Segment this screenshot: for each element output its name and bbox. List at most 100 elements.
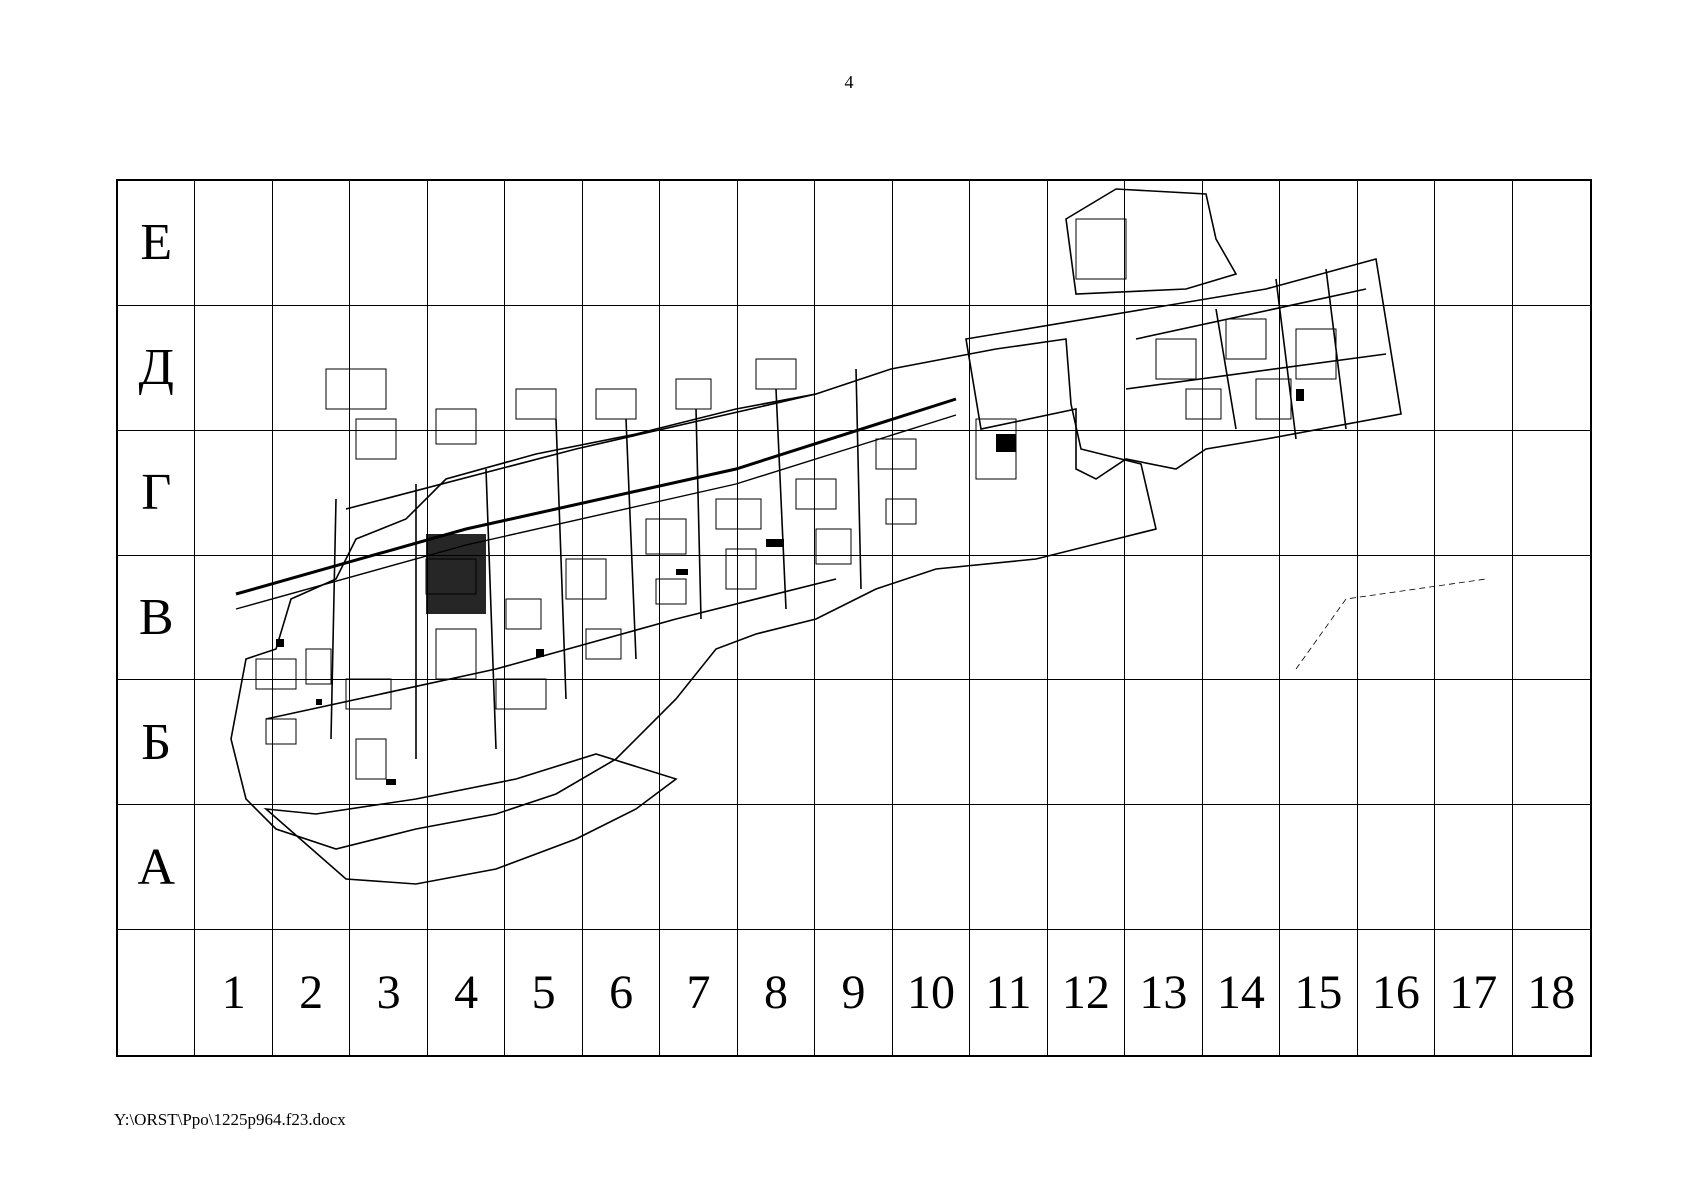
grid-cell	[195, 305, 273, 431]
grid-cell	[195, 555, 273, 681]
grid-cell	[1512, 680, 1590, 806]
grid-cell	[195, 181, 273, 306]
grid-cell	[582, 305, 661, 431]
grid-cell	[970, 680, 1048, 806]
grid-cell	[660, 181, 738, 306]
grid-cell	[1047, 430, 1126, 556]
grid-cell	[1280, 430, 1358, 556]
column-label: 2	[273, 930, 351, 1055]
column-label: 1	[195, 930, 273, 1055]
column-label: 17	[1435, 930, 1513, 1055]
column-label: 4	[428, 930, 506, 1055]
grid-cell	[1047, 680, 1126, 806]
grid-cell	[1047, 555, 1126, 681]
grid-cell	[195, 430, 273, 556]
row-label: Е	[118, 181, 196, 306]
grid-cell	[582, 430, 661, 556]
row-label: Б	[118, 680, 196, 806]
grid-cell	[427, 305, 506, 431]
grid-cell	[815, 680, 893, 806]
column-label: 8	[738, 930, 816, 1055]
column-label: 13	[1125, 930, 1203, 1055]
grid-cell	[427, 181, 506, 306]
grid-cell	[970, 181, 1048, 306]
grid-cell	[970, 305, 1048, 431]
grid-cell	[815, 555, 893, 681]
grid-cell	[427, 805, 506, 931]
column-label: 14	[1203, 930, 1281, 1055]
grid-cell	[660, 680, 738, 806]
grid-cell	[737, 305, 816, 431]
grid-cell	[660, 430, 738, 556]
grid-cell	[427, 430, 506, 556]
column-label: 15	[1280, 930, 1358, 1055]
column-label: 5	[505, 930, 583, 1055]
grid-cell	[272, 430, 351, 556]
grid-cell	[1435, 680, 1513, 806]
grid-cell	[350, 181, 428, 306]
grid-cell	[1435, 805, 1513, 931]
grid-cell	[350, 430, 428, 556]
grid-cell	[737, 805, 816, 931]
row-label: Г	[118, 430, 196, 556]
grid-cell	[1280, 181, 1358, 306]
grid-cell	[350, 805, 428, 931]
grid-cell	[582, 555, 661, 681]
grid-cell	[1512, 181, 1590, 306]
grid-cell	[660, 805, 738, 931]
grid-cell	[1202, 305, 1281, 431]
grid-cell	[350, 555, 428, 681]
grid-cell	[1125, 555, 1203, 681]
grid-cell	[1202, 555, 1281, 681]
grid-cell	[272, 181, 351, 306]
grid-cell	[1357, 430, 1436, 556]
grid-cell	[815, 305, 893, 431]
grid-cell	[505, 430, 583, 556]
grid-cell	[505, 181, 583, 306]
grid-cell	[1125, 181, 1203, 306]
grid-cell	[1125, 305, 1203, 431]
grid-cell	[1202, 430, 1281, 556]
grid-cell	[892, 680, 971, 806]
grid-cell	[272, 555, 351, 681]
grid-cell	[1280, 305, 1358, 431]
grid-cell	[970, 555, 1048, 681]
column-label: 12	[1048, 930, 1126, 1055]
column-label: 7	[660, 930, 738, 1055]
grid-cell	[737, 555, 816, 681]
grid-cell	[1357, 680, 1436, 806]
grid-cell	[892, 805, 971, 931]
grid-cell	[1202, 181, 1281, 306]
grid-cell	[737, 680, 816, 806]
grid-cell	[970, 805, 1048, 931]
grid-cell	[815, 805, 893, 931]
grid-cell	[1280, 805, 1358, 931]
grid-cell	[892, 430, 971, 556]
grid-cell	[350, 305, 428, 431]
column-label: 3	[350, 930, 428, 1055]
grid-cell	[892, 305, 971, 431]
grid-cell	[1202, 805, 1281, 931]
grid-cell	[815, 430, 893, 556]
grid-cell	[195, 805, 273, 931]
grid-cell	[1435, 181, 1513, 306]
grid-cell	[505, 555, 583, 681]
grid-cell	[737, 430, 816, 556]
grid-cell	[1435, 430, 1513, 556]
grid-cell	[1357, 555, 1436, 681]
row-label: А	[118, 805, 196, 931]
grid-cell	[195, 680, 273, 806]
grid-cell	[427, 555, 506, 681]
grid-cell	[815, 181, 893, 306]
grid-cell	[1357, 805, 1436, 931]
grid-cell	[1047, 181, 1126, 306]
grid-cell	[1125, 680, 1203, 806]
column-label: 11	[970, 930, 1048, 1055]
grid-cell	[1512, 431, 1590, 556]
grid-cell	[505, 680, 583, 806]
grid-cell	[1047, 305, 1126, 431]
column-label: 9	[815, 930, 893, 1055]
grid-cell	[582, 805, 661, 931]
grid-cell	[1435, 555, 1513, 681]
